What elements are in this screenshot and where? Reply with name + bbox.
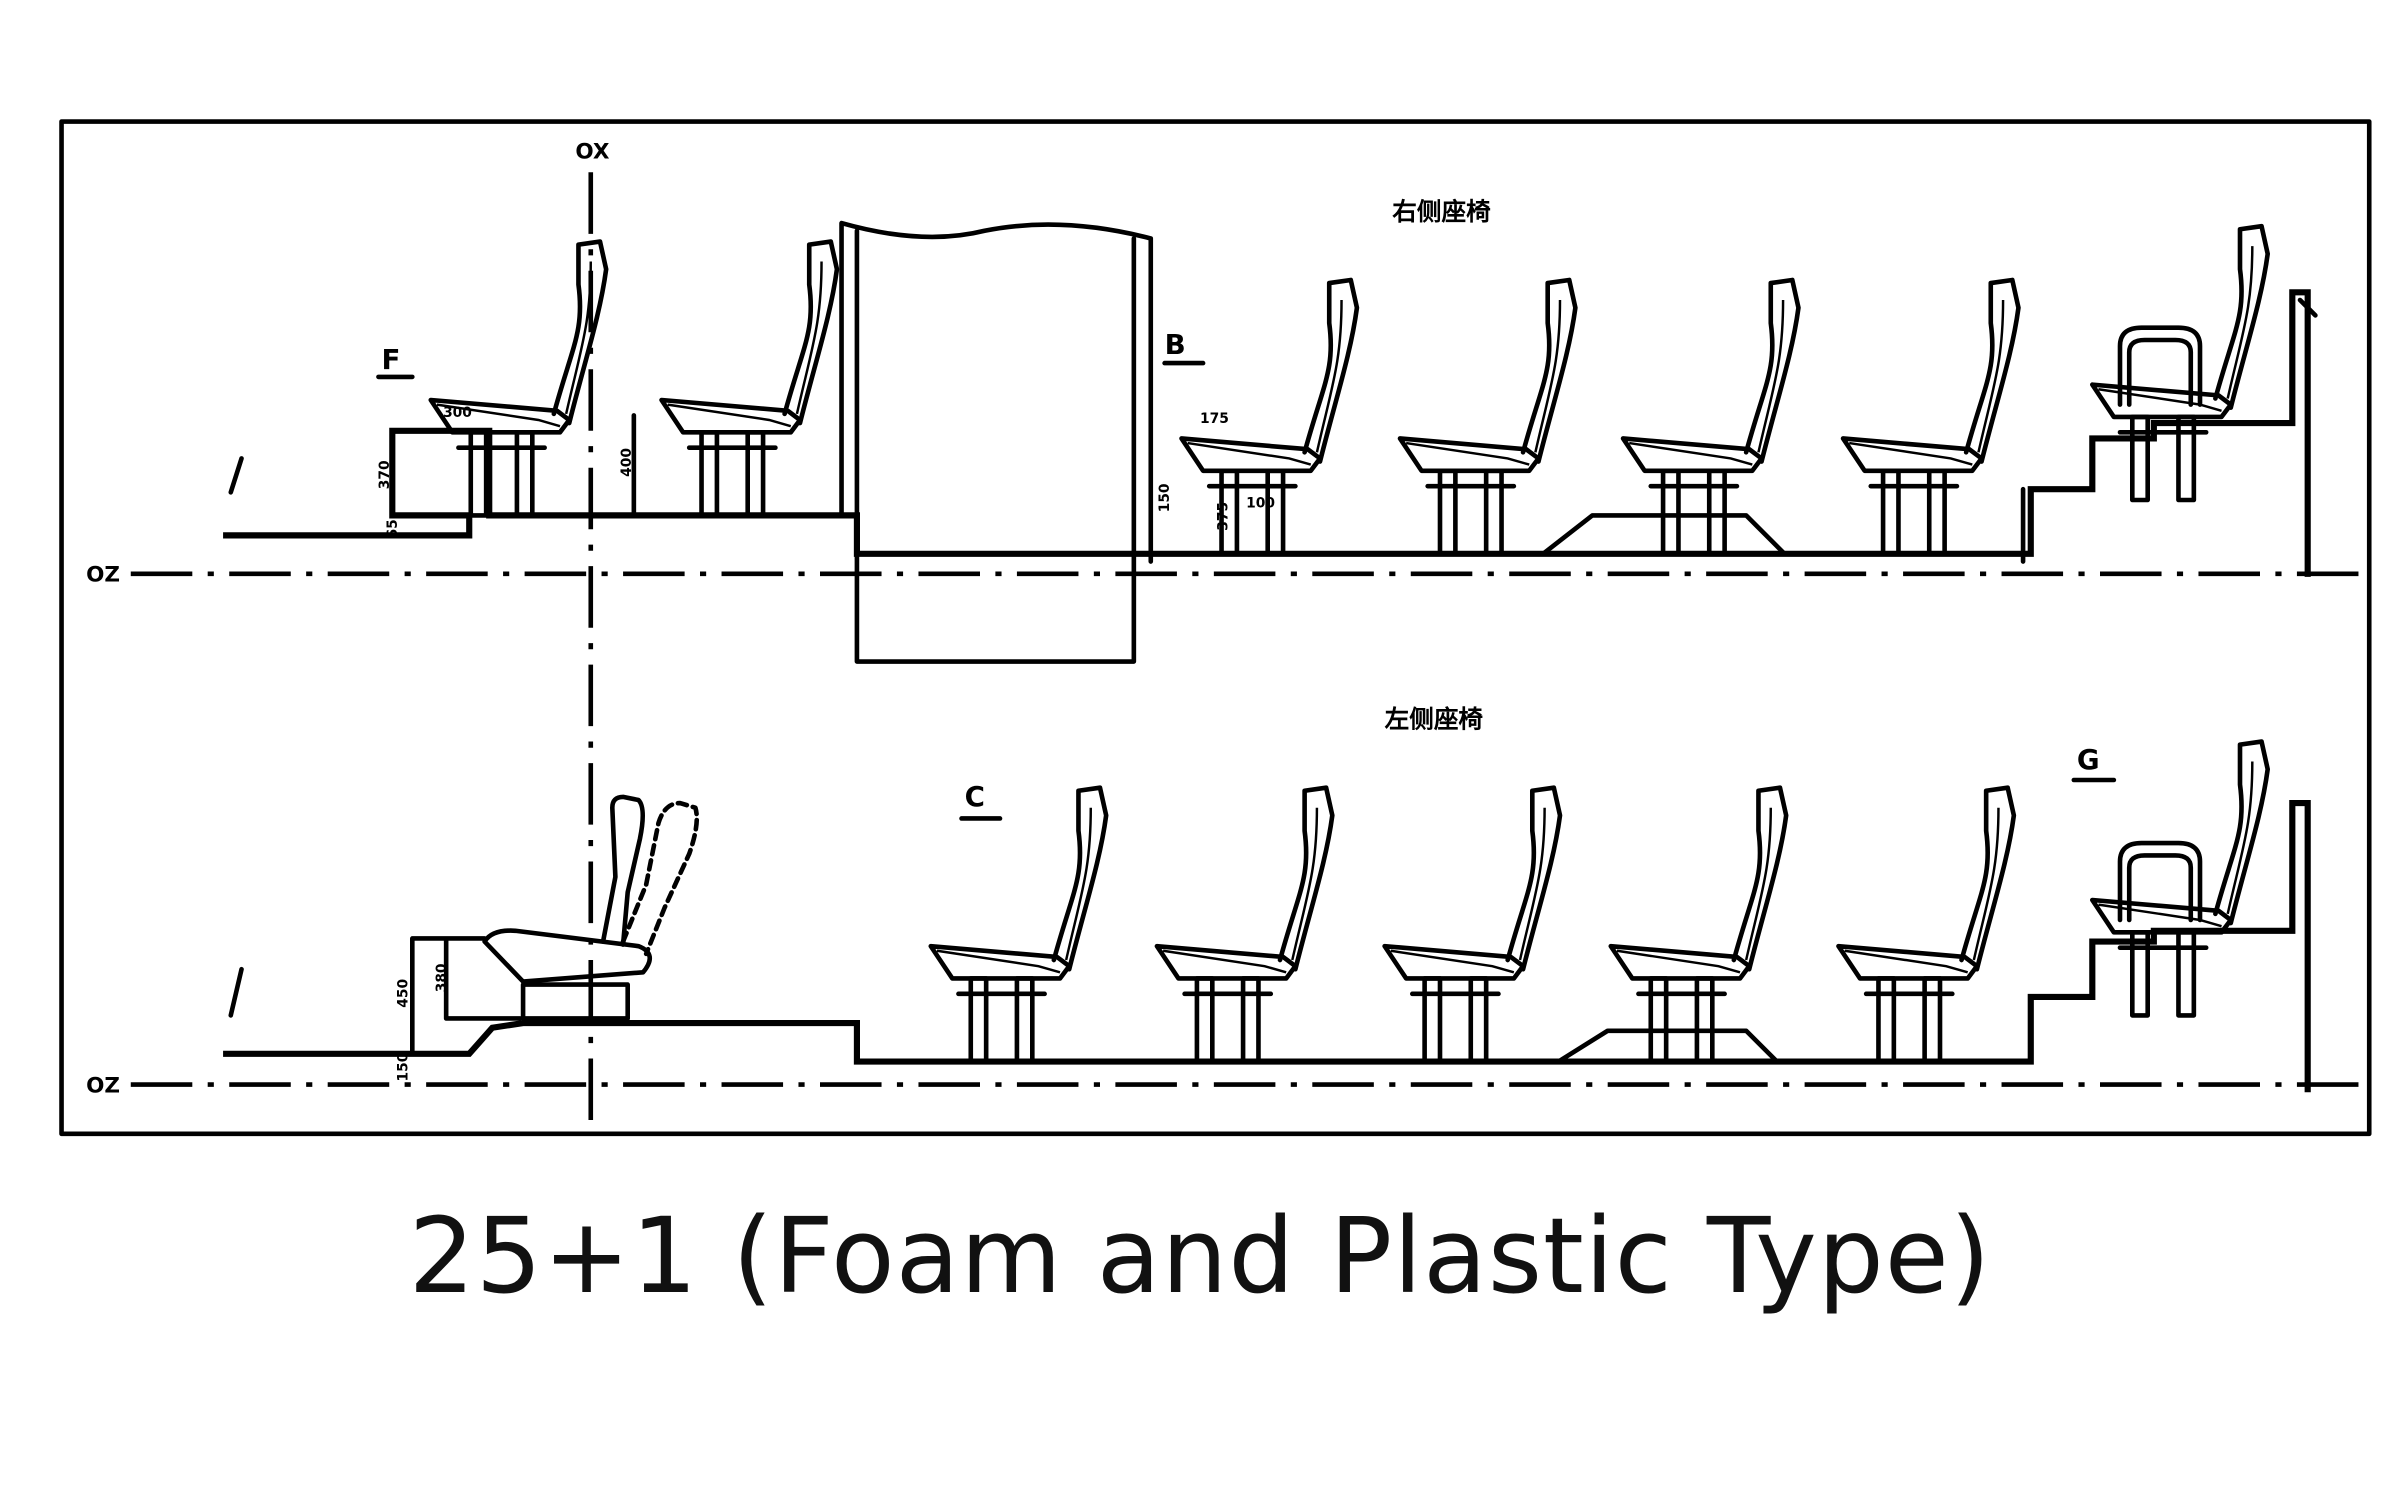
dim-f-width: 300 [443,405,472,421]
seat-row2-5 [1838,788,2013,1062]
dim-b-height: 150 [1157,483,1173,512]
step-outline-upper [2020,297,2318,564]
seat-g-rear-armrest [2092,742,2267,1016]
floor-hump-upper [1540,513,1787,557]
seat-row2-3 [1385,788,1560,1062]
seat-row1-6 [1843,280,2018,554]
seat-row2-2 [1157,788,1332,1062]
marker-g: G [2077,743,2100,776]
dim-row1-seat2-height: 400 [619,448,635,477]
dim-driver-outer: 450 [396,979,412,1008]
section-label-left-seats: 左侧座椅 [1385,705,1484,734]
dim-f-step: 65 [385,519,401,538]
driver-seat-reclining [482,794,700,984]
dim-b-base: 100 [1246,496,1275,512]
driver-seat-base [410,936,630,1057]
oz-label-lower: OZ [86,1073,120,1098]
seat-row1-rear-armrest [2092,226,2267,500]
dim-b-width: 175 [1200,411,1229,427]
entry-line-upper [228,456,244,495]
marker-c: C [965,780,985,813]
dim-f-height: 370 [377,460,393,489]
seat-row1-4 [1400,280,1575,554]
ox-label: OX [575,139,610,164]
drawing-frame [59,119,2372,1137]
seat-row1-2 [662,242,837,516]
oz-label-upper: OZ [86,563,120,588]
seat-c [931,788,1106,1062]
dim-driver-inner: 380 [434,963,450,992]
entry-line-lower [228,966,244,1018]
dim-driver-step: 150 [396,1053,412,1082]
dim-b-leg: 375 [1216,502,1232,531]
column-box [839,220,1154,664]
seat-row1-5 [1623,280,1798,554]
marker-b: B [1165,328,1186,361]
floor-hump-lower [1556,1028,1780,1064]
seat-row2-4 [1611,788,1786,1062]
floor-lower [223,800,2311,1093]
section-label-right-seats: 右侧座椅 [1392,197,1491,226]
marker-f: F [382,343,401,376]
floor-upper [223,289,2311,577]
drawing-caption: 25+1 (Foam and Plastic Type) [408,1195,1992,1317]
seat-f [431,242,606,516]
